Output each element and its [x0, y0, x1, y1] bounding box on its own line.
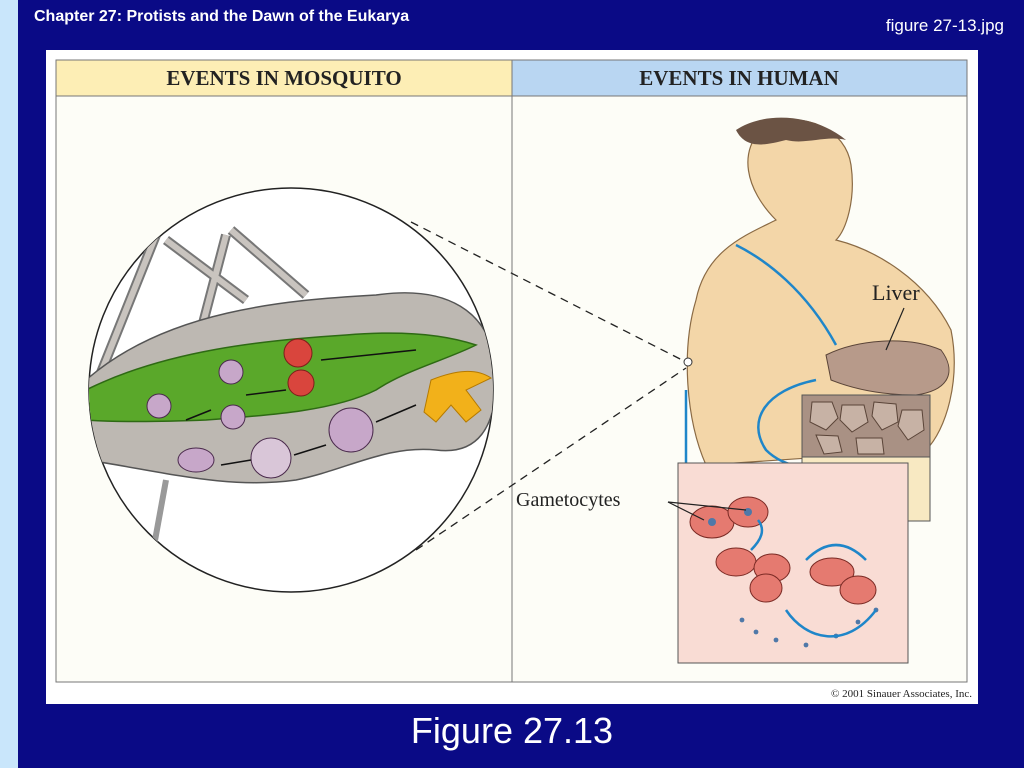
blood-cells-inset: Gametocytes	[516, 462, 909, 664]
mosquito-gut-illustration	[88, 187, 494, 593]
figure-caption: Figure 27.13	[410, 710, 614, 751]
gametocytes-label: Gametocytes	[516, 489, 621, 511]
left-accent-strip	[0, 0, 18, 768]
zoom-lines	[410, 221, 687, 551]
human-figure-illustration: Liver	[683, 117, 955, 591]
chapter-title: Chapter 27: Protists and the Dawn of the…	[34, 8, 410, 25]
malaria-lifecycle-figure: EVENTS IN MOSQUITO EVENTS IN HUMAN	[55, 59, 972, 700]
human-header-box	[511, 59, 968, 97]
copyright-text: © 2001 Sinauer Associates, Inc.	[831, 688, 972, 700]
mosquito-header: EVENTS IN MOSQUITO	[166, 66, 401, 90]
liver-label: Liver	[872, 280, 920, 305]
figure-panel: EVENTS IN MOSQUITO EVENTS IN HUMAN	[46, 50, 978, 704]
human-header: EVENTS IN HUMAN	[639, 66, 839, 90]
mosquito-header-box	[55, 59, 513, 97]
liver-cells-inset	[801, 394, 931, 522]
file-name: figure 27-13.jpg	[885, 16, 1004, 35]
